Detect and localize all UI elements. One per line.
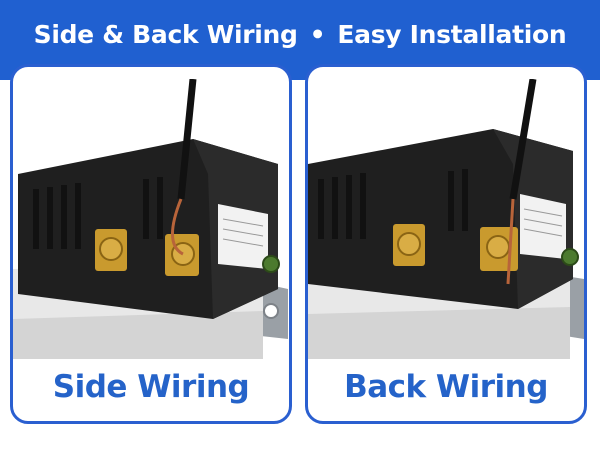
back-wiring-caption: Back Wiring: [344, 369, 548, 405]
receptacle-back-wiring-photo: [308, 79, 584, 359]
back-wiring-panel: Back Wiring: [305, 64, 587, 424]
banner-separator: •: [309, 20, 326, 49]
banner-title: Side & Back Wiring • Easy Installation: [0, 20, 600, 49]
receptacle-side-wiring-photo: [13, 79, 288, 359]
side-wiring-caption: Side Wiring: [52, 369, 250, 405]
side-wiring-panel: Side Wiring: [10, 64, 292, 424]
banner-left-text: Side & Back Wiring: [33, 20, 298, 49]
banner-right-text: Easy Installation: [337, 20, 567, 49]
